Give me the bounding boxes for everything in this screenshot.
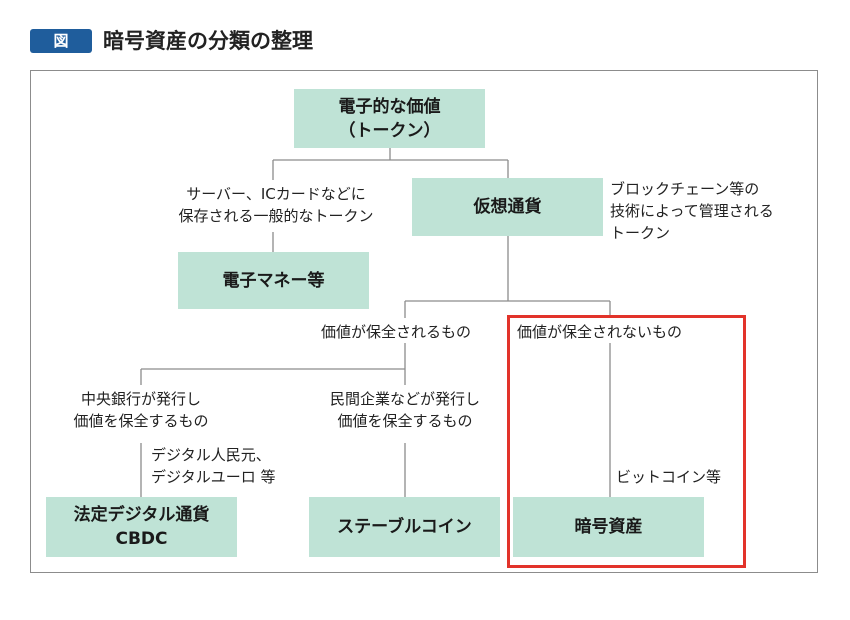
node-virtual-currency-label: 仮想通貨 <box>473 197 542 217</box>
label-virtual-description-line-1: ブロックチェーン等の <box>610 180 760 198</box>
label-emoney-description: サーバー、ICカードなどに 保存される一般的なトークン <box>150 183 402 227</box>
label-virtual-description-line-3: トークン <box>610 224 671 242</box>
label-value-not-preserved-text: 価値が保全されないもの <box>517 323 683 341</box>
node-crypto-asset-label: 暗号資産 <box>574 517 643 537</box>
label-crypto-examples-text: ビットコイン等 <box>616 468 722 486</box>
label-stablecoin-description-line-2: 価値を保全するもの <box>337 412 473 430</box>
label-cbdc-examples-line-1: デジタル人民元、 <box>151 446 271 464</box>
node-emoney-label: 電子マネー等 <box>222 270 325 291</box>
node-crypto-asset: 暗号資産 <box>513 497 704 557</box>
node-token-line-1: 電子的な価値 <box>338 96 441 117</box>
node-token: 電子的な価値 （トークン） <box>294 89 485 148</box>
label-cbdc-examples: デジタル人民元、 デジタルユーロ 等 <box>151 444 275 488</box>
label-value-not-preserved: 価値が保全されないもの <box>517 321 682 343</box>
label-cbdc-examples-line-2: デジタルユーロ 等 <box>151 468 276 486</box>
node-token-line-2: （トークン） <box>338 120 441 141</box>
label-emoney-description-line-2: 保存される一般的なトークン <box>178 207 374 225</box>
label-virtual-description: ブロックチェーン等の 技術によって管理される トークン <box>610 178 774 244</box>
label-cbdc-description: 中央銀行が発行し 価値を保全するもの <box>56 388 226 432</box>
crypto-asset-highlight-frame <box>507 315 746 568</box>
node-cbdc-line-2: CBDC <box>115 529 168 549</box>
label-value-preserved-text: 価値が保全されるもの <box>321 323 472 341</box>
label-cbdc-description-line-2: 価値を保全するもの <box>73 412 209 430</box>
node-stablecoin: ステーブルコイン <box>309 497 500 557</box>
node-emoney: 電子マネー等 <box>178 252 369 309</box>
label-virtual-description-line-2: 技術によって管理される <box>610 202 774 220</box>
node-cbdc-line-1: 法定デジタル通貨 <box>73 505 210 525</box>
label-value-preserved: 価値が保全されるもの <box>321 321 471 343</box>
label-cbdc-description-line-1: 中央銀行が発行し <box>80 390 201 408</box>
diagram-frame <box>30 70 818 573</box>
node-stablecoin-label: ステーブルコイン <box>337 517 472 537</box>
label-stablecoin-description: 民間企業などが発行し 価値を保全するもの <box>308 388 502 432</box>
node-virtual-currency: 仮想通貨 <box>412 178 603 236</box>
label-crypto-examples: ビットコイン等 <box>616 466 721 488</box>
node-cbdc: 法定デジタル通貨 CBDC <box>46 497 237 557</box>
label-stablecoin-description-line-1: 民間企業などが発行し <box>329 390 480 408</box>
label-emoney-description-line-1: サーバー、ICカードなどに <box>186 185 366 203</box>
figure-badge: 図 <box>30 29 92 53</box>
figure-title: 暗号資産の分類の整理 <box>103 29 313 53</box>
